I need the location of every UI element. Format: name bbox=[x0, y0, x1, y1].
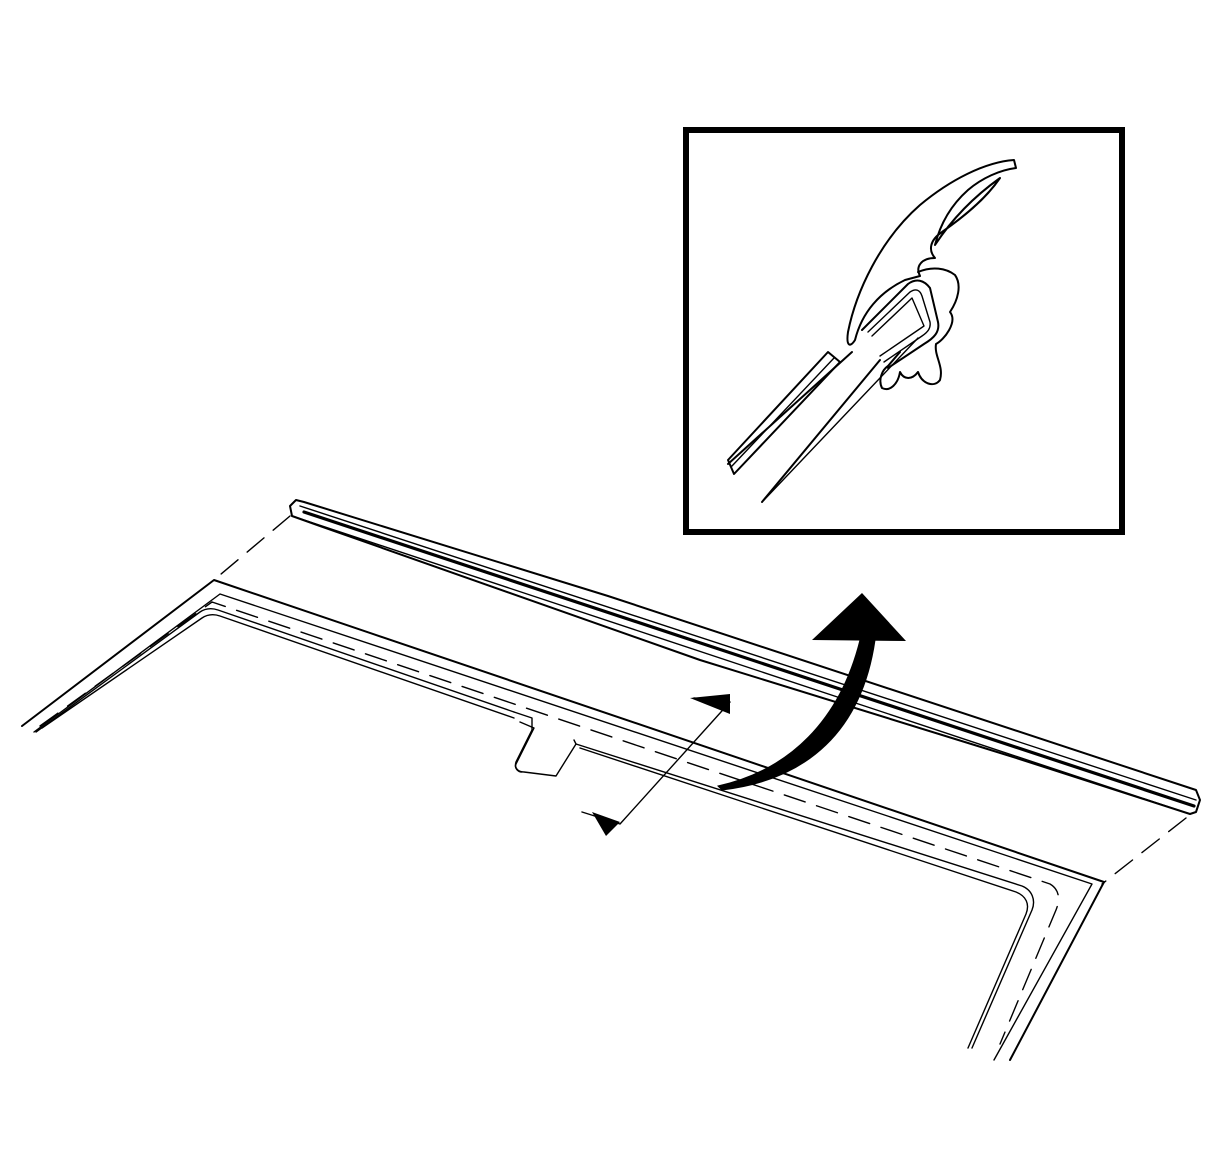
frame-inner-edge-right-2 bbox=[579, 747, 1029, 1049]
curved-arrow-head bbox=[812, 593, 906, 641]
triangle-marker-icon bbox=[690, 694, 730, 714]
urethane-bead bbox=[727, 351, 841, 475]
frame-outer-edge bbox=[21, 579, 1105, 1061]
reveal-molding-strip bbox=[289, 499, 1201, 815]
retainer-channel-inner bbox=[867, 289, 931, 363]
glass-edge-line bbox=[763, 337, 919, 501]
section-cut-line bbox=[581, 697, 731, 825]
molding-clip bbox=[879, 267, 960, 390]
alignment-dash-left bbox=[213, 515, 291, 581]
detail-inset bbox=[683, 127, 1125, 535]
inset-frame bbox=[683, 127, 1125, 535]
frame-flange-dash bbox=[39, 601, 1060, 1045]
frame-tab-notch-inner bbox=[514, 721, 535, 773]
glass-edge-body bbox=[761, 359, 881, 503]
frame-inner-edge-2 bbox=[41, 613, 515, 729]
retainer-channel-inner2 bbox=[871, 297, 925, 357]
alignment-dash-right bbox=[1101, 817, 1187, 885]
molding-strip-line-lower bbox=[291, 515, 1191, 815]
frame-inner-edge-right bbox=[575, 743, 1035, 1049]
urethane-bead-line bbox=[731, 357, 835, 467]
triangle-marker-icon bbox=[592, 812, 620, 836]
windshield-opening-frame bbox=[21, 579, 1105, 1061]
frame-edge-2 bbox=[33, 593, 1093, 1061]
frame-inner-edge bbox=[35, 607, 515, 733]
molding-strip-thick bbox=[302, 510, 1196, 808]
molding-strip-line bbox=[299, 505, 1197, 801]
section-cut bbox=[581, 694, 731, 836]
molding-lip bbox=[846, 159, 1017, 346]
retainer-channel bbox=[861, 279, 940, 369]
